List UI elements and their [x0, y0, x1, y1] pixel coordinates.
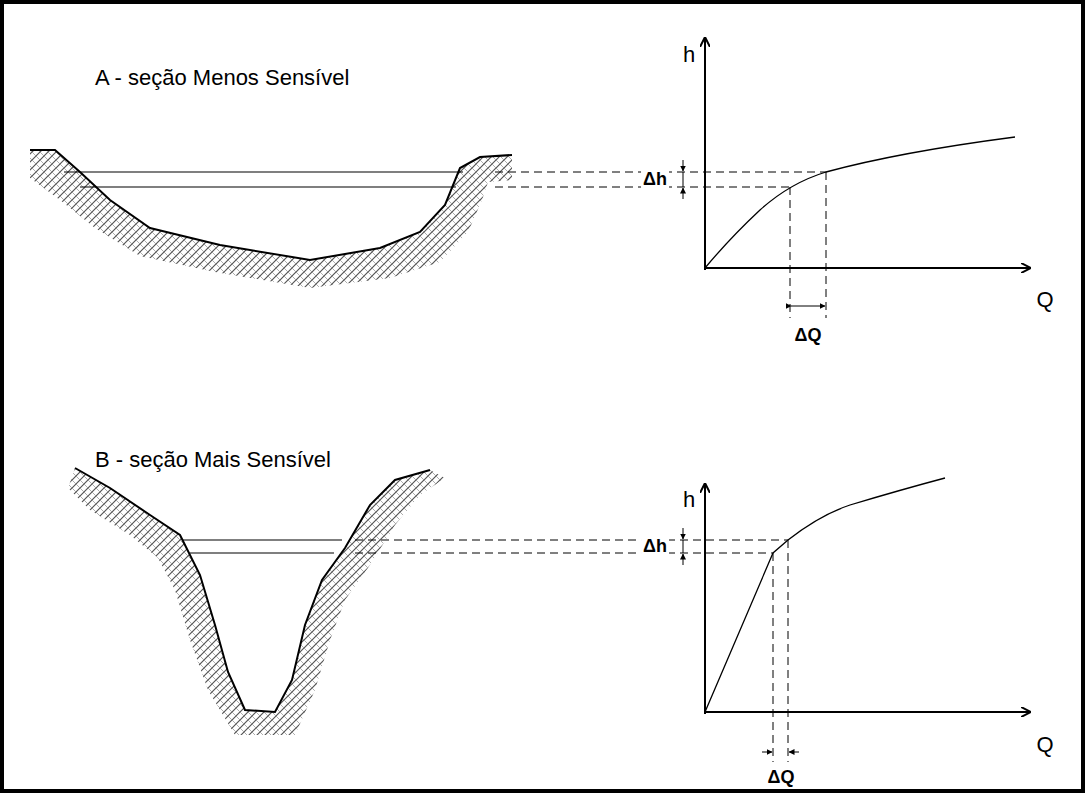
delta-label: Δh: [641, 537, 669, 557]
graph-b: [355, 478, 1030, 762]
axis-label: h: [683, 488, 695, 512]
section-title: B - seção Mais Sensível: [95, 448, 331, 472]
delta-label: ΔQ: [793, 326, 824, 346]
axis-label: Q: [1036, 288, 1053, 312]
channel-b: [68, 468, 445, 735]
graph-a: [495, 38, 1030, 318]
section-title: A - seção Menos Sensível: [95, 66, 349, 90]
axis-label: Q: [1036, 733, 1053, 757]
delta-label: ΔQ: [766, 768, 797, 788]
delta-label: Δh: [641, 170, 669, 190]
channel-a: [30, 150, 512, 288]
axis-label: h: [683, 43, 695, 67]
